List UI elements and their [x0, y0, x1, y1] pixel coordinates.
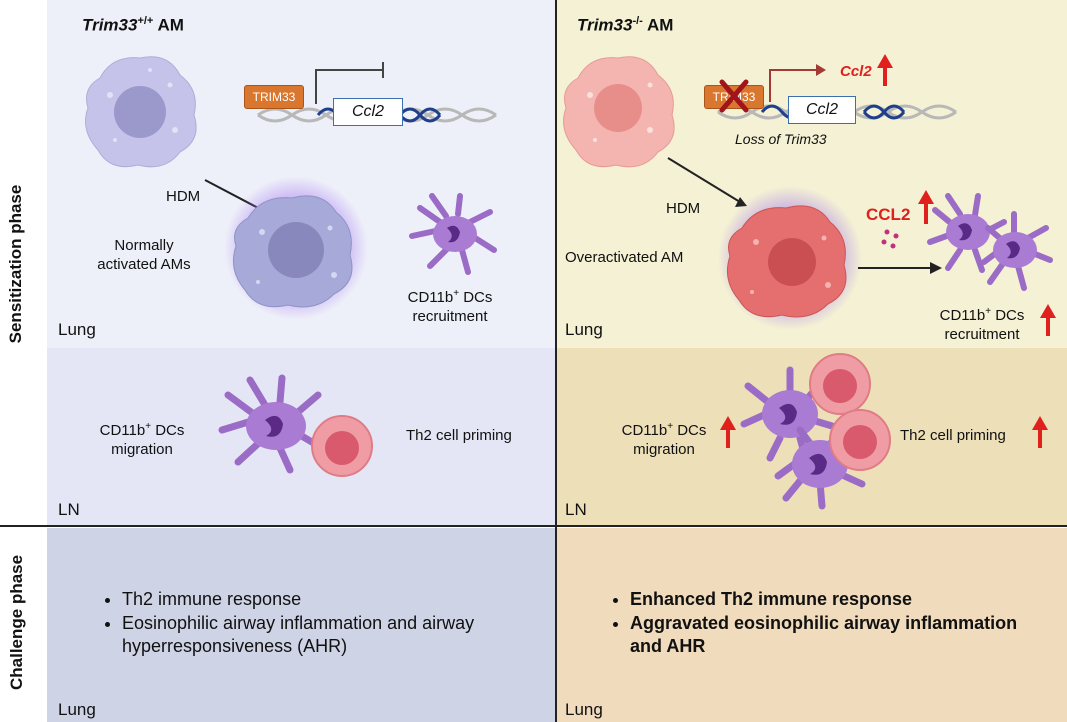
challenge-bullets-left: Th2 immune response Eosinophilic airway …: [100, 588, 542, 659]
right-title-sup: -/-: [632, 15, 643, 27]
dc-recruitment-left-post: DCs: [459, 289, 493, 306]
dc-recruitment-right-post: DCs: [991, 307, 1025, 324]
ccl2-dots: [881, 229, 899, 249]
dc-migration-right-pre: CD11b: [621, 422, 668, 439]
ccl2-gene-up-arrow: [877, 54, 893, 86]
left-title-cell: AM: [157, 15, 184, 35]
dc-recruitment-left-pre: CD11b: [407, 289, 454, 306]
ccl2-gene-box-left: Ccl2: [333, 98, 403, 126]
th2-priming-label-right: Th2 cell priming: [900, 427, 1006, 444]
th2-cell-left: [311, 415, 373, 477]
dc-recruitment-label-right: CD11b+ DCs recruitment: [920, 302, 1044, 344]
dc-recruitment-left-sup: +: [453, 288, 460, 299]
hdm-arrow-right: [667, 157, 741, 203]
left-title: Trim33+/+ AM: [82, 15, 184, 36]
right-title-gene: Trim33: [577, 15, 633, 35]
overactivated-am-cell-right: [718, 186, 862, 330]
dc-migration-left-line2: migration: [111, 441, 173, 458]
ccl2-gene-up-label: Ccl2: [840, 63, 872, 80]
dc-cells-right: [927, 193, 1053, 291]
hdm-label-right: HDM: [666, 200, 701, 217]
challenge-bullet-left-2: Eosinophilic airway inflammation and air…: [122, 612, 542, 658]
right-title-cell: AM: [646, 15, 674, 35]
resting-am-cell-right: [563, 56, 675, 168]
activation-arrow-right: [769, 69, 818, 102]
dc-cell-left: [409, 193, 497, 275]
challenge-bullet-right-2: Aggravated eosinophilic airway inflammat…: [630, 612, 1030, 658]
am-state-left-line1: Normally: [114, 237, 174, 254]
challenge-lung-label-left: Lung: [58, 700, 96, 719]
am-state-left: Normally activated AMs: [84, 236, 204, 274]
trim33-box-left: TRIM33: [244, 85, 304, 109]
dc-migration-left-post: DCs: [151, 422, 185, 439]
dc-recruitment-left-line2: recruitment: [412, 308, 488, 325]
right-challenge-panel: [557, 528, 1067, 722]
th2-cells-right: [809, 353, 891, 471]
dc-migration-right-line2: migration: [633, 441, 695, 458]
priming-up-arrow: [1032, 416, 1048, 448]
am-state-right: Overactivated AM: [565, 249, 684, 266]
dc-migration-right-post: DCs: [673, 422, 707, 439]
right-title: Trim33-/- AM: [577, 15, 673, 36]
ccl2-protein-up-arrow: [918, 190, 934, 224]
dc-migration-label-right: CD11b+ DCs migration: [604, 417, 724, 459]
resting-am-cell-left: [85, 56, 197, 168]
challenge-bullet-right-1: Enhanced Th2 immune response: [630, 588, 1030, 611]
th2-priming-label-left: Th2 cell priming: [406, 427, 512, 444]
dc-recruitment-label-left: CD11b+ DCs recruitment: [388, 284, 512, 326]
sensitization-phase-label: Sensitization phase: [6, 184, 25, 344]
lung-label-left: Lung: [58, 320, 96, 339]
am-state-left-line2: activated AMs: [97, 256, 191, 273]
dc-migration-right-sup: +: [667, 421, 674, 432]
left-title-sup: +/+: [137, 15, 154, 27]
dc-recruitment-right-sup: +: [985, 306, 992, 317]
recruitment-up-arrow: [1040, 304, 1056, 336]
ccl2-gene-box-right: Ccl2: [788, 96, 856, 124]
left-challenge-panel: [47, 528, 555, 722]
ln-label-left: LN: [58, 500, 80, 519]
dc-migration-left-sup: +: [145, 421, 152, 432]
dc-migration-cell-left: [218, 374, 326, 474]
dc-recruitment-right-pre: CD11b: [939, 307, 986, 324]
activated-am-cell-left: [224, 176, 368, 320]
challenge-phase-label: Challenge phase: [7, 554, 26, 690]
loss-of-trim33-label: Loss of Trim33: [735, 131, 827, 147]
lung-label-right: Lung: [565, 320, 603, 339]
ln-label-right: LN: [565, 500, 587, 519]
repression-arrow-left: [315, 69, 383, 104]
challenge-bullet-left-1: Th2 immune response: [122, 588, 542, 611]
dc-recruitment-right-line2: recruitment: [944, 326, 1020, 343]
dc-migration-label-left: CD11b+ DCs migration: [82, 417, 202, 459]
left-title-gene: Trim33: [82, 15, 138, 35]
migration-up-arrow: [720, 416, 736, 448]
dc-migration-left-pre: CD11b: [99, 422, 146, 439]
challenge-lung-label-right: Lung: [565, 700, 603, 719]
hdm-label-left: HDM: [166, 188, 201, 205]
ccl2-protein-label: CCL2: [866, 205, 911, 224]
challenge-bullets-right: Enhanced Th2 immune response Aggravated …: [608, 588, 1030, 659]
trim33-box-right: TRIM33: [704, 85, 764, 109]
